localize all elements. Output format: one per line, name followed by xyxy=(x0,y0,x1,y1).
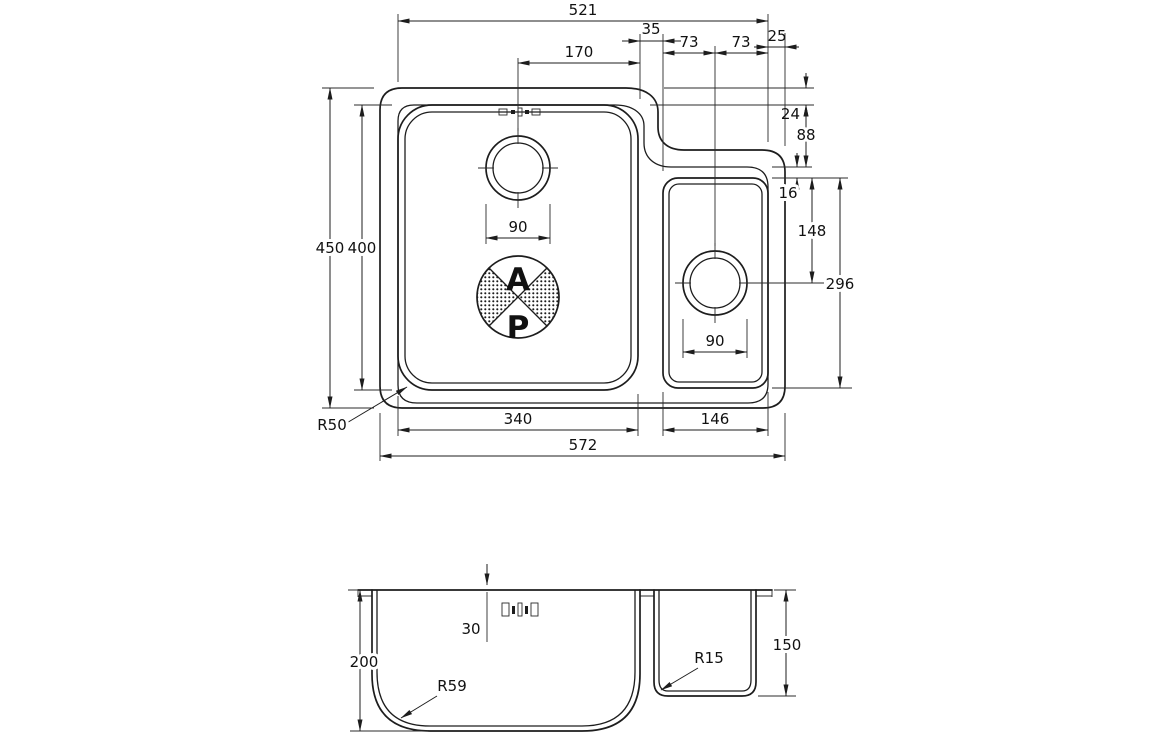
dim-24: 24 xyxy=(650,73,814,123)
dim-400: 400 xyxy=(345,104,392,391)
dim-90-main: 90 xyxy=(485,204,551,244)
dim-r15: R15 xyxy=(660,646,727,691)
profile-rim-detail xyxy=(357,590,773,597)
small-drain-outer-circle xyxy=(682,250,748,316)
dim-572: 572 xyxy=(379,413,786,461)
dim-35-label: 35 xyxy=(641,20,660,38)
top-view: A P xyxy=(379,87,786,409)
dim-25: 25 xyxy=(754,27,799,146)
dim-30: 30 xyxy=(458,617,483,641)
top-view-dimensions: 521 35 73 73 25 170 xyxy=(313,1,857,461)
logo-letter-top: A xyxy=(506,262,530,298)
small-drain-inner-circle xyxy=(689,257,741,309)
dim-148-label: 148 xyxy=(798,222,827,240)
sink-outer-edge xyxy=(379,87,786,409)
dim-r59: R59 xyxy=(400,674,470,719)
dim-340-label: 340 xyxy=(504,410,533,428)
main-drain-outer-circle xyxy=(485,135,551,201)
main-drain-inner-circle xyxy=(492,142,544,194)
dim-450: 450 xyxy=(313,87,374,409)
dim-296-label: 296 xyxy=(826,275,855,293)
profile-view xyxy=(357,564,773,732)
dim-r50-label: R50 xyxy=(317,416,347,434)
overflow-detail xyxy=(498,107,541,117)
dim-400-label: 400 xyxy=(348,239,377,257)
dim-r59-label: R59 xyxy=(437,677,467,695)
dim-73-right-label: 73 xyxy=(731,33,750,51)
profile-small-bowl-outer xyxy=(653,589,757,697)
main-bowl-opening xyxy=(397,104,639,391)
dim-30-label: 30 xyxy=(461,620,480,638)
dim-572-label: 572 xyxy=(569,436,598,454)
dim-200-label: 200 xyxy=(350,653,379,671)
dim-73-pair: 73 73 xyxy=(662,33,769,246)
sink-rim-inner-edge xyxy=(397,104,769,404)
dim-148: 148 xyxy=(751,177,829,284)
profile-main-bowl-inner xyxy=(376,590,636,727)
dim-200: 200 xyxy=(347,589,428,732)
brand-logo: A P xyxy=(476,255,560,346)
profile-waste-detail xyxy=(484,564,539,642)
dim-90-main-label: 90 xyxy=(508,218,527,236)
dim-r50: R50 xyxy=(314,386,408,437)
logo-letter-bottom: P xyxy=(507,310,530,346)
profile-small-bowl-inner xyxy=(658,590,752,692)
dim-16-label: 16 xyxy=(778,184,797,202)
dim-296: 296 xyxy=(772,177,857,389)
dim-25-label: 25 xyxy=(767,27,786,45)
dim-24-label: 24 xyxy=(781,105,800,123)
dim-90-small-label: 90 xyxy=(705,332,724,350)
dim-88-label: 88 xyxy=(796,126,815,144)
dim-88: 88 xyxy=(793,104,819,168)
dim-450-label: 450 xyxy=(316,239,345,257)
dim-16: 16 xyxy=(772,153,848,205)
dim-340: 340 xyxy=(397,394,639,436)
profile-dimensions: 200 30 150 R59 R15 xyxy=(347,589,804,732)
dim-90-small: 90 xyxy=(682,319,748,358)
dim-35: 35 xyxy=(622,20,681,171)
dim-150: 150 xyxy=(758,589,804,697)
dim-73-left-label: 73 xyxy=(679,33,698,51)
dim-521-label: 521 xyxy=(569,1,598,19)
dim-r15-label: R15 xyxy=(694,649,724,667)
dim-146: 146 xyxy=(662,392,769,436)
drain-centerline-ticks xyxy=(478,128,755,323)
logo-diagonal-line xyxy=(488,267,548,327)
dim-170: 170 xyxy=(517,43,641,131)
profile-main-bowl-outer xyxy=(371,589,641,732)
dim-521: 521 xyxy=(397,1,769,142)
dim-146-label: 146 xyxy=(701,410,730,428)
dim-150-label: 150 xyxy=(773,636,802,654)
dim-170-label: 170 xyxy=(565,43,594,61)
logo-circle xyxy=(476,255,560,339)
